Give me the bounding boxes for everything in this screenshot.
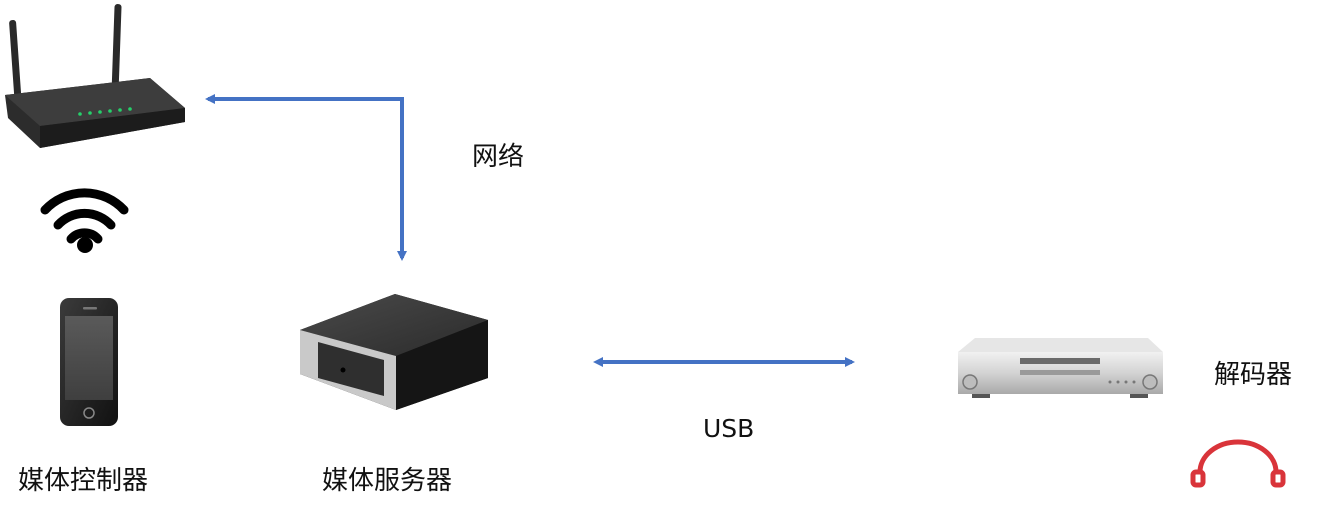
decoder-label: 解码器 — [1214, 354, 1292, 391]
media-controller-label: 媒体控制器 — [18, 460, 148, 497]
network-label: 网络 — [472, 136, 524, 173]
wifi-icon — [45, 193, 124, 253]
smartphone-icon — [60, 298, 118, 426]
media-server-icon — [300, 294, 488, 410]
decoder-player-icon — [958, 338, 1163, 398]
usb-label: USB — [703, 414, 754, 443]
media-server-label: 媒体服务器 — [322, 460, 452, 497]
router-icon — [5, 4, 185, 148]
headphones-icon — [1193, 442, 1283, 485]
network-arrow — [208, 99, 402, 254]
